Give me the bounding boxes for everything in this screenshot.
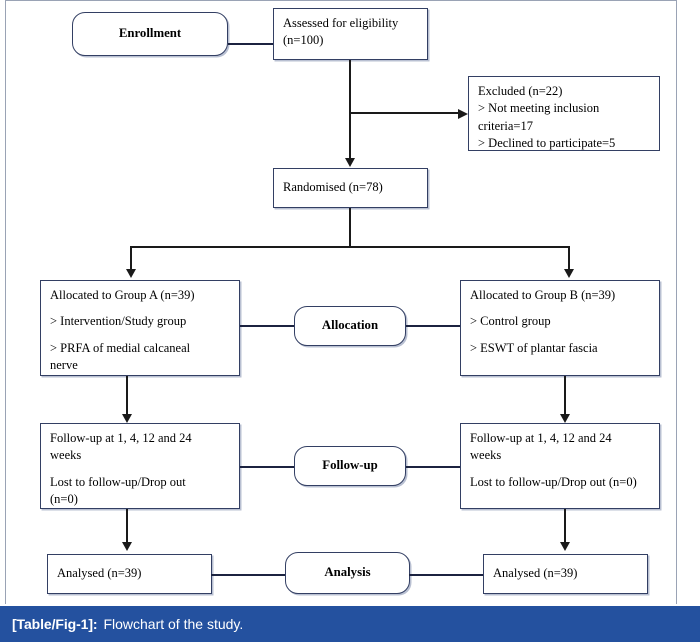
- page-border-right: [676, 0, 677, 604]
- connector-followup-a-to-label: [240, 466, 295, 468]
- connector-randomised-stem: [349, 208, 351, 247]
- connector-followup-a-to-analysed-a: [126, 509, 129, 547]
- excluded-line-2: > Not meeting inclusion: [478, 101, 600, 116]
- node-followup-group-b: Follow-up at 1, 4, 12 and 24 weeks Lost …: [460, 423, 660, 509]
- connector-allocation-bus: [130, 246, 570, 248]
- node-allocation-stage-label: Allocation: [294, 306, 406, 346]
- arrowhead-to-followup-a: [122, 414, 132, 423]
- arrowhead-to-excluded: [458, 109, 468, 119]
- followup-a-line-4: (n=0): [50, 491, 78, 506]
- node-allocated-group-a: Allocated to Group A (n=39) > Interventi…: [40, 280, 240, 376]
- followup-a-line-3: Lost to follow-up/Drop out: [50, 474, 186, 489]
- connector-to-excluded: [349, 112, 461, 115]
- arrowhead-to-randomised: [345, 158, 355, 167]
- group-b-line-2: > Control group: [470, 314, 551, 329]
- group-b-line-1: Allocated to Group B (n=39): [470, 288, 616, 302]
- excluded-line-3: criteria=17: [478, 118, 533, 133]
- analysis-label: Analysis: [324, 565, 371, 580]
- group-a-line-4: nerve: [50, 357, 78, 372]
- caption-text: Flowchart of the study.: [103, 616, 244, 632]
- connector-group-b-to-followup-b: [564, 376, 567, 419]
- connector-analysis-label-to-b: [409, 574, 484, 576]
- assessed-line-1: Assessed for eligibility: [283, 16, 399, 30]
- followup-b-line-3: Lost to follow-up/Drop out (n=0): [470, 474, 637, 489]
- page-border-left: [5, 0, 6, 604]
- node-excluded: Excluded (n=22) > Not meeting inclusion …: [468, 76, 660, 151]
- allocation-label: Allocation: [321, 318, 379, 333]
- node-analysis-stage-label: Analysis: [285, 552, 410, 594]
- node-allocated-group-b: Allocated to Group B (n=39) > Control gr…: [460, 280, 660, 376]
- connector-bus-drop-right: [568, 246, 571, 272]
- followup-a-line-2: weeks: [50, 448, 82, 463]
- node-randomised: Randomised (n=78): [273, 168, 428, 208]
- page-border-top: [5, 0, 677, 1]
- connector-allocation-label-to-group-b: [406, 325, 461, 327]
- node-assessed-for-eligibility: Assessed for eligibility (n=100): [273, 8, 428, 60]
- node-enrollment-stage-label: Enrollment: [72, 12, 228, 56]
- randomised-label: Randomised (n=78): [283, 180, 383, 195]
- followup-a-line-1: Follow-up at 1, 4, 12 and 24: [50, 431, 192, 445]
- connector-enrollment-to-assessed: [228, 43, 274, 45]
- node-analysed-group-b: Analysed (n=39): [483, 554, 648, 594]
- analysed-a-label: Analysed (n=39): [57, 566, 142, 581]
- group-a-line-2: > Intervention/Study group: [50, 314, 187, 329]
- connector-group-a-to-followup-a: [126, 376, 129, 419]
- analysed-b-label: Analysed (n=39): [493, 566, 578, 581]
- excluded-line-4: > Declined to participate=5: [478, 135, 616, 150]
- node-followup-stage-label: Follow-up: [294, 446, 406, 486]
- node-followup-group-a: Follow-up at 1, 4, 12 and 24 weeks Lost …: [40, 423, 240, 509]
- connector-group-a-to-allocation-label: [240, 325, 295, 327]
- connector-bus-drop-left: [130, 246, 133, 272]
- excluded-line-1: Excluded (n=22): [478, 84, 563, 98]
- arrowhead-to-analysed-a: [122, 542, 132, 551]
- arrowhead-to-group-a: [126, 269, 136, 278]
- arrowhead-to-followup-b: [560, 414, 570, 423]
- group-a-line-3: > PRFA of medial calcaneal: [50, 340, 191, 355]
- caption-label: [Table/Fig-1]:: [12, 616, 98, 632]
- group-b-line-3: > ESWT of plantar fascia: [470, 340, 598, 355]
- connector-followup-label-to-b: [406, 466, 461, 468]
- followup-b-line-1: Follow-up at 1, 4, 12 and 24: [470, 431, 612, 445]
- followup-b-line-2: weeks: [470, 448, 502, 463]
- arrowhead-to-group-b: [564, 269, 574, 278]
- group-a-line-1: Allocated to Group A (n=39): [50, 288, 195, 302]
- enrollment-label: Enrollment: [118, 26, 182, 41]
- node-analysed-group-a: Analysed (n=39): [47, 554, 212, 594]
- connector-analysed-a-to-label: [211, 574, 286, 576]
- figure-caption-bar: [Table/Fig-1]: Flowchart of the study.: [0, 606, 700, 642]
- arrowhead-to-analysed-b: [560, 542, 570, 551]
- followup-label: Follow-up: [322, 458, 378, 473]
- connector-assessed-to-randomised: [349, 60, 351, 161]
- assessed-line-2: (n=100): [283, 33, 324, 48]
- connector-followup-b-to-analysed-b: [564, 509, 567, 547]
